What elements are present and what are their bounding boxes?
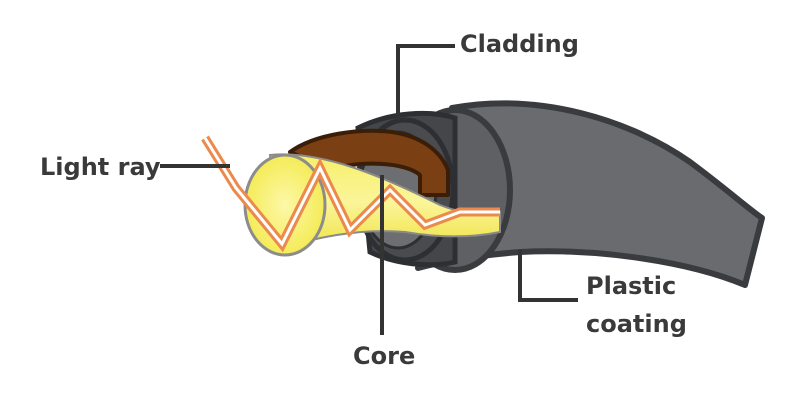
core-label: Core xyxy=(353,342,416,370)
light-ray-label: Light ray xyxy=(40,153,161,181)
cladding-label: Cladding xyxy=(460,30,579,58)
plastic-coating-label-line1: Plastic xyxy=(586,272,677,300)
light-ray-center xyxy=(203,137,500,247)
cladding-leader-line xyxy=(396,44,455,120)
buffer-layer-body xyxy=(288,128,450,197)
plastic-coating-leader-line xyxy=(518,250,578,302)
plastic-coating-label-line2: coating xyxy=(586,310,687,338)
